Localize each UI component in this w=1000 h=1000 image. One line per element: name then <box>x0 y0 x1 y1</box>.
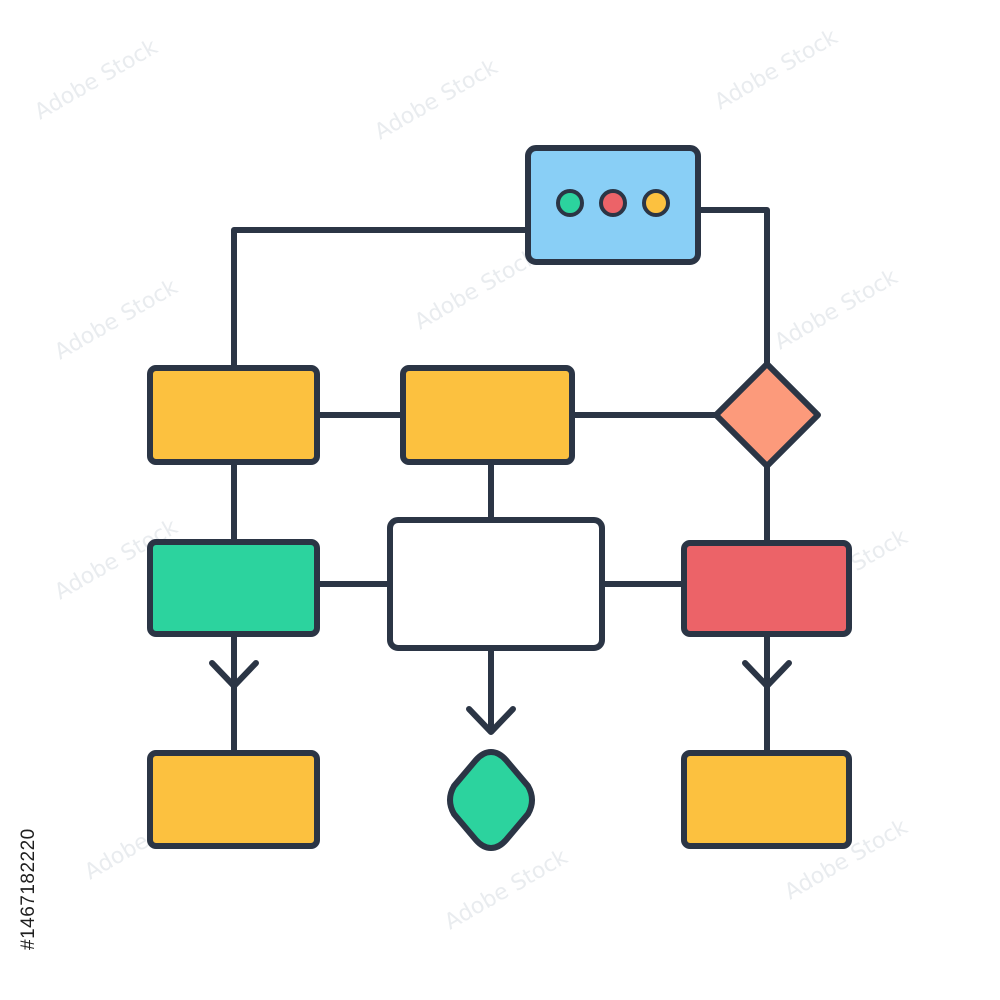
process-box-top-middle <box>400 365 575 465</box>
watermark-text: Adobe Stock <box>411 245 543 336</box>
connectors <box>209 207 792 756</box>
process-box-mid-left <box>147 539 320 637</box>
watermark-text: Adobe Stock <box>711 25 843 116</box>
process-box-bottom-left <box>147 750 320 849</box>
arrowhead-right <box>742 660 792 689</box>
connector-window-to-top-left <box>231 227 531 373</box>
process-box-mid-center <box>387 517 605 651</box>
process-box-top-left <box>147 365 320 465</box>
yellow-dot-icon <box>642 189 670 217</box>
connector-window-to-decision <box>695 207 770 367</box>
stock-id-label: #1467182220 <box>18 828 39 950</box>
arrowhead-left <box>209 660 259 689</box>
arrowhead-center <box>466 706 516 735</box>
stock-id-text: #1467182220 <box>18 828 39 950</box>
process-box-bottom-right <box>681 750 852 849</box>
decision-diamond-top-right <box>713 361 821 469</box>
watermark-text: Adobe Stock <box>441 845 573 936</box>
watermark-text: Adobe Stock <box>51 275 183 366</box>
window-node <box>525 145 701 265</box>
nodes <box>147 145 852 851</box>
terminal-diamond-bottom-center <box>447 749 535 851</box>
red-dot-icon <box>599 189 627 217</box>
watermark-text: Adobe Stock <box>771 265 903 356</box>
watermark-text: Adobe Stock <box>371 55 503 146</box>
watermark-text: Adobe Stock <box>31 35 163 126</box>
green-dot-icon <box>556 189 584 217</box>
process-box-mid-right <box>681 540 852 637</box>
